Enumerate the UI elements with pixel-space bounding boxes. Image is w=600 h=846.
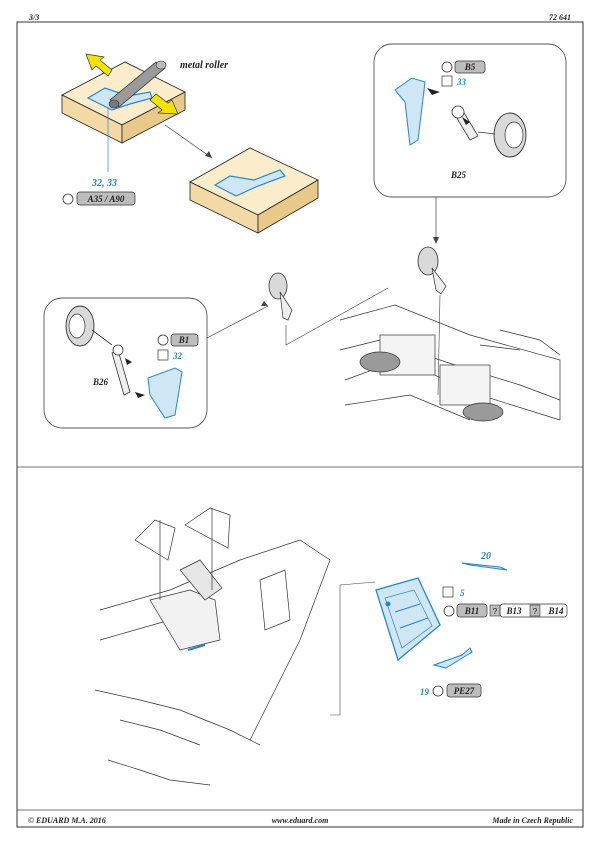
tool-label: metal roller: [180, 60, 228, 71]
remove-part-2: B13: [505, 606, 522, 616]
question-mark-icon: [529, 604, 541, 617]
arrow-icon: [462, 117, 470, 125]
plastic-part-icon: [432, 685, 444, 697]
origin: Made in Czech Republic: [491, 816, 573, 825]
left-part-label: B1: [178, 335, 190, 345]
arrow-icon: [135, 392, 145, 398]
photo-etch-check-icon: [441, 75, 453, 87]
pe-bottom-label: 19: [420, 687, 430, 697]
pe-installed-part: [187, 643, 206, 652]
kit-number: 72 641: [549, 13, 571, 22]
plastic-parts-label: A35 / A90: [87, 194, 125, 204]
svg-text:?: ?: [493, 607, 498, 616]
pe-part-20: [461, 562, 508, 571]
pe-parts-label: 32, 33: [91, 178, 117, 189]
fuselage-cockpit-view: [94, 507, 331, 786]
arrow-icon: [125, 358, 132, 365]
gear-door-pe-32: [147, 367, 183, 419]
step3-tags: 5 B11 ? B13 ? B14 19 PE27: [420, 586, 568, 698]
pe-part-rolled: [213, 169, 287, 197]
copyright: © EDUARD M.A. 2016: [28, 816, 106, 825]
plastic-part-icon: [443, 605, 455, 617]
pe-mid-label: 5: [460, 588, 465, 598]
pe-panel: [375, 577, 441, 662]
metal-roller: [108, 60, 167, 109]
pe-part-19: [432, 647, 473, 669]
remove-part-3: B14: [547, 606, 564, 616]
gear-door-pe-33: [394, 77, 426, 146]
right-part-label: B5: [464, 62, 476, 72]
small-gear-right: [417, 246, 447, 295]
right-gear-assembly: [394, 77, 527, 158]
photo-etch-check-icon: [442, 586, 454, 598]
left-assembly-label: B26: [92, 377, 109, 387]
left-pe-label: 32: [172, 351, 183, 361]
pe-replace-label: PE27: [454, 686, 475, 696]
plastic-parts-tag: A35 / A90: [62, 191, 136, 206]
arrow-icon: [427, 88, 440, 95]
right-assembly-label: B25: [450, 170, 467, 180]
photo-etch-check-icon: [157, 349, 169, 361]
remove-part-1: B11: [464, 606, 480, 616]
page-number: 3/3: [28, 13, 39, 22]
arrow-icon: [85, 53, 113, 77]
pe-panel-assembly: [375, 562, 508, 669]
left-gear-assembly: [65, 305, 183, 419]
small-gear-left: [268, 272, 293, 321]
arrow-icon: [149, 93, 179, 115]
plastic-part-icon: [62, 193, 74, 205]
plastic-part-icon: [441, 61, 453, 73]
pe-top-label: 20: [480, 551, 491, 562]
right-part-tag: B5 33: [441, 60, 486, 87]
step1-rolling-diagram: [61, 53, 319, 234]
page-frame: [16, 21, 584, 828]
svg-text:?: ?: [533, 607, 538, 616]
left-part-tag: B1 32: [157, 333, 199, 361]
website-link: www.eduard.com: [272, 816, 329, 825]
wing-underside-view: [339, 304, 561, 422]
plastic-part-icon: [157, 334, 169, 346]
right-pe-label: 33: [456, 77, 467, 87]
